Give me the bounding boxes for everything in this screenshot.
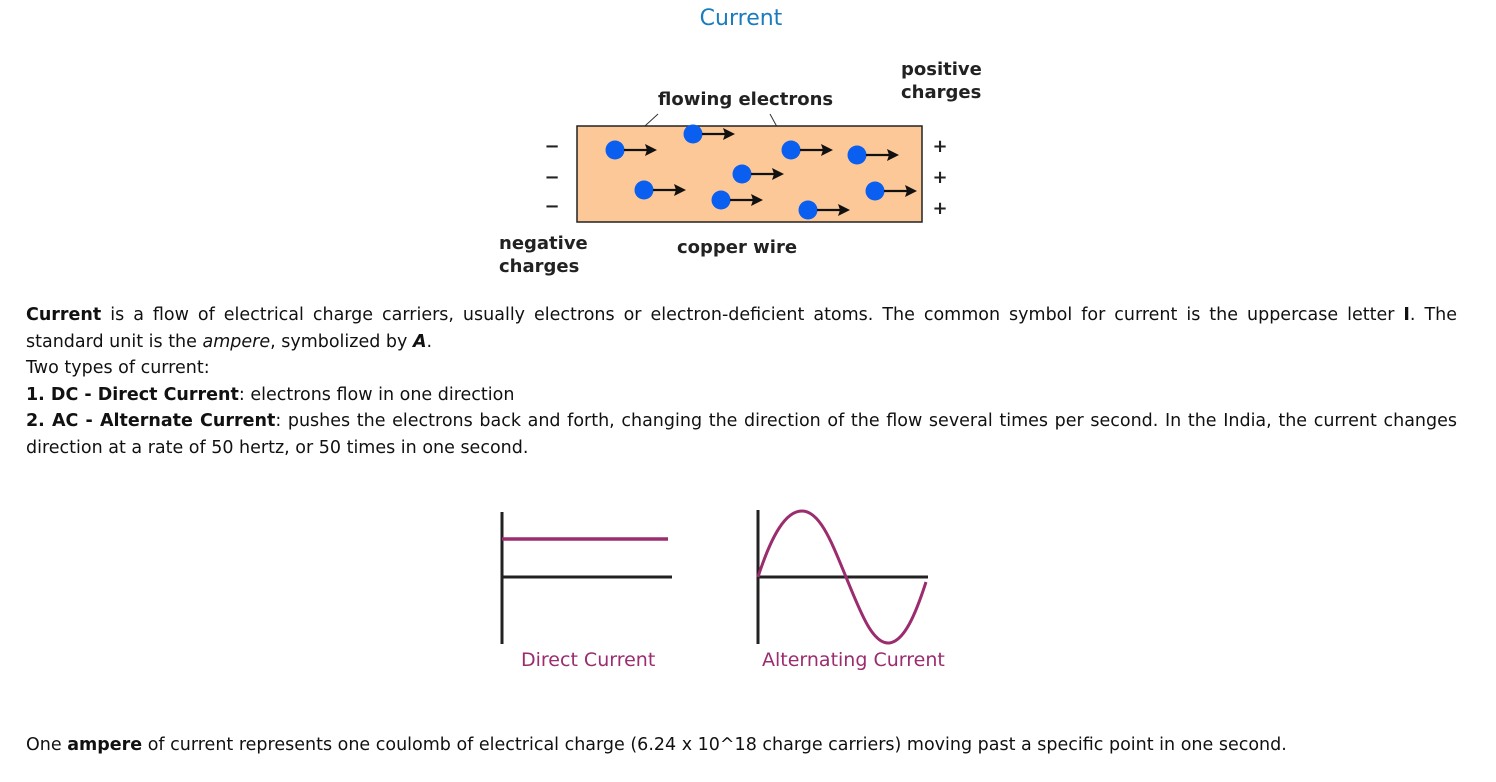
ac-graph: Alternating Current — [756, 509, 945, 671]
dc-caption: Direct Current — [521, 649, 655, 671]
intro-text: Current is a flow of electrical charge c… — [26, 302, 1457, 461]
ac-caption: Alternating Current — [762, 649, 945, 671]
electron — [732, 164, 784, 184]
electron — [865, 181, 917, 201]
electron-flow-diagram: flowing electrons positive charges − − −… — [499, 59, 982, 277]
term-ampere: ampere — [67, 735, 143, 755]
ampere-text: of current represents one coulomb of ele… — [142, 735, 1287, 755]
definition-text-3: , symbolized by — [270, 331, 413, 352]
current-symbol: I — [1403, 305, 1410, 325]
dc-description: : electrons flow in one direction — [238, 384, 515, 405]
positive-charges-label-line2: charges — [901, 82, 981, 103]
plus-sign-3: + — [932, 198, 947, 219]
plus-sign-1: + — [932, 136, 947, 157]
dc-graph: Direct Current — [500, 512, 672, 671]
ac-term: 2. AC - Alternate Current — [26, 411, 276, 431]
ampere-definition: One ampere of current represents one cou… — [26, 732, 1457, 759]
types-heading: Two types of current: — [26, 358, 210, 378]
electron — [781, 140, 833, 160]
electron — [847, 145, 899, 165]
electron — [798, 200, 850, 220]
definition-text: is a flow of electrical charge carriers,… — [101, 305, 1404, 325]
electron — [605, 140, 657, 160]
electron — [683, 124, 735, 144]
minus-sign-1: − — [544, 136, 559, 157]
flowing-electrons-label: flowing electrons — [658, 89, 833, 110]
term-current: Current — [26, 305, 102, 325]
plus-sign-2: + — [932, 167, 947, 188]
dc-term: 1. DC - Direct Current — [26, 384, 239, 405]
definition-text-4: . — [426, 331, 433, 352]
ac-sine-curve — [756, 509, 928, 645]
current-types-diagram: Direct Current Alternating Current — [500, 509, 945, 671]
page-title: Current — [699, 6, 783, 31]
electron — [711, 190, 763, 210]
unit-symbol: A — [412, 331, 427, 352]
minus-sign-3: − — [544, 196, 559, 217]
unit-name: ampere — [202, 331, 271, 352]
definition-paragraph: Current is a flow of electrical charge c… — [26, 302, 1457, 355]
electron — [634, 180, 686, 200]
definition-text-2: . The standard unit is the — [26, 305, 1457, 352]
positive-charges-label-line1: positive — [901, 59, 982, 80]
ampere-text-pre: One — [26, 735, 68, 755]
copper-wire-label: copper wire — [677, 237, 797, 258]
negative-charges-label-line2: charges — [499, 256, 579, 277]
ac-description: : pushes the electrons back and forth, c… — [26, 411, 1457, 458]
negative-charges-label-line1: negative — [499, 233, 588, 254]
minus-sign-2: − — [544, 167, 559, 188]
dc-item: 1. DC - Direct Current: electrons flow i… — [26, 382, 1457, 409]
ac-item: 2. AC - Alternate Current: pushes the el… — [26, 408, 1457, 461]
